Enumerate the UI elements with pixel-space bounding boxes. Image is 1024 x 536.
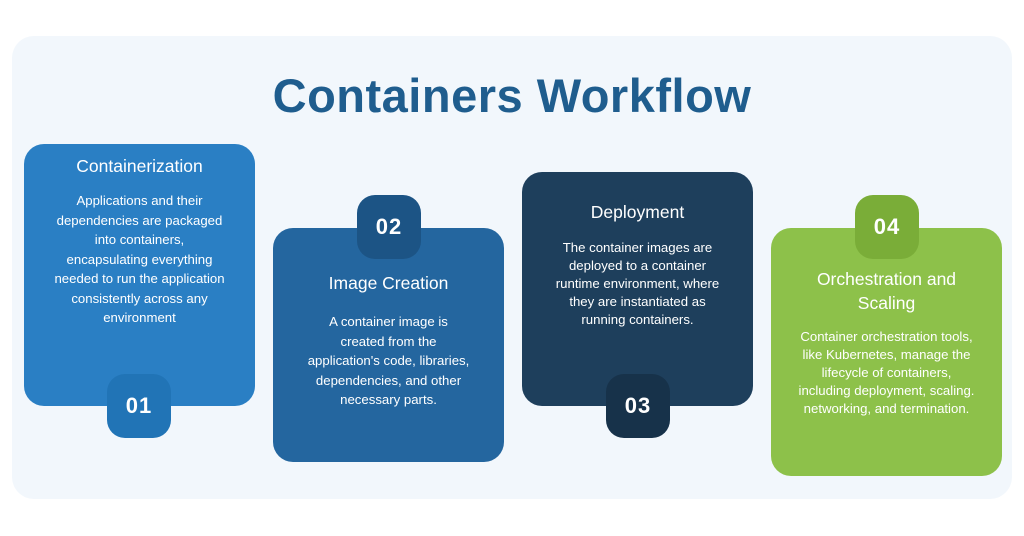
step-title-orchestration-and-scaling: Orchestration and Scaling [816,269,957,313]
step-title-containerization: Containerization [76,156,203,176]
step-description-orchestration-and-scaling: Container orchestration tools, like Kube… [798,329,975,416]
step-number-badge-04: 04 [855,195,919,259]
step-description-deployment: The container images are deployed to a c… [555,240,720,327]
step-title-deployment: Deployment [590,202,685,222]
step-number-badge-02: 02 [357,195,421,259]
step-number-badge-03: 03 [606,374,670,438]
step-card-deployment [522,172,753,406]
step-description-image-creation: A container image is created from the ap… [307,314,470,407]
step-card-image-creation [273,228,504,462]
step-number-badge-01: 01 [107,374,171,438]
step-card-containerization [24,144,255,406]
step-card-orchestration-and-scaling [771,228,1002,476]
step-title-image-creation: Image Creation [328,273,449,293]
step-description-containerization: Applications and their dependencies are … [54,193,225,325]
diagram-title: Containers Workflow [272,69,752,122]
